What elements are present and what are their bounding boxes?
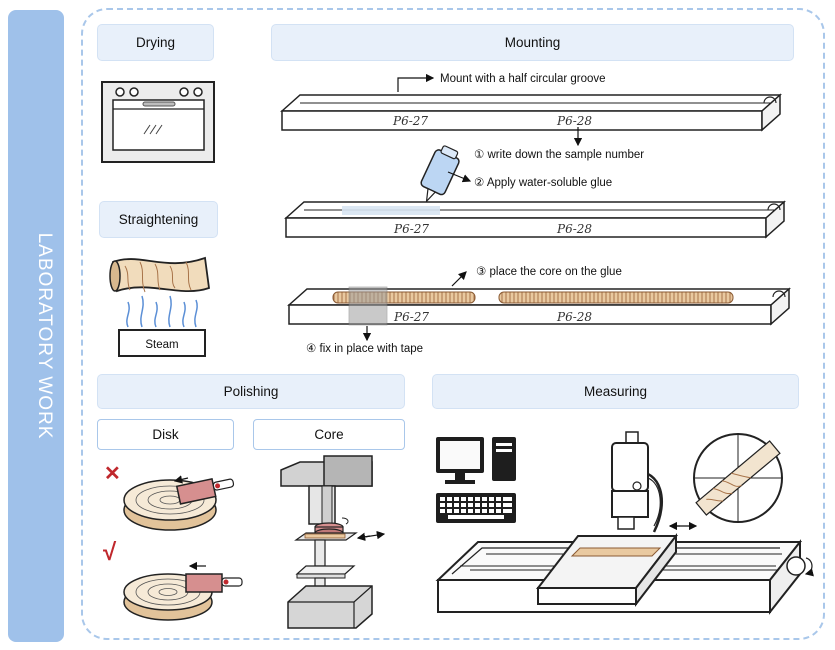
step3-label: ③ place the core on the glue: [476, 266, 622, 278]
core-polisher-illustration: [280, 455, 386, 629]
glue-bottle-illustration: [420, 145, 460, 203]
section-measuring: Measuring: [432, 374, 799, 409]
mount-board-1: [280, 93, 782, 132]
subsection-disk: Disk: [97, 419, 234, 450]
side-banner: LABORATORY WORK: [8, 10, 64, 642]
step2-label: ② Apply water-soluble glue: [474, 177, 612, 189]
oven-illustration: [101, 81, 215, 163]
step2-arrow: [447, 171, 472, 183]
groove-arrow: [397, 73, 435, 92]
wrong-mark: ✕: [104, 463, 121, 485]
right-mark: √: [103, 539, 117, 566]
computer-illustration: [436, 437, 516, 523]
section-polishing: Polishing: [97, 374, 405, 409]
groove-label: Mount with a half circular groove: [440, 73, 606, 85]
sample-label-2a: P6-27: [393, 222, 429, 236]
mount-board-2: [284, 200, 786, 239]
step3-arrow: [451, 271, 467, 287]
step4-label: ④ fix in place with tape: [306, 343, 423, 355]
sample-label-3b: P6-28: [556, 310, 592, 324]
sample-label-2b: P6-28: [556, 222, 592, 236]
measuring-stage-illustration: [435, 431, 815, 615]
sample-label-3a: P6-27: [393, 310, 429, 324]
section-drying: Drying: [97, 24, 214, 61]
sample-label-1a: P6-27: [392, 114, 428, 128]
section-mounting: Mounting: [271, 24, 794, 61]
content-frame: [81, 8, 825, 640]
subsection-core: Core: [253, 419, 405, 450]
disk-right-illustration: [123, 561, 243, 621]
mount-board-3: [287, 286, 791, 326]
section-straightening: Straightening: [99, 201, 218, 238]
step1-label: ① write down the sample number: [474, 149, 644, 161]
sample-label-1b: P6-28: [556, 114, 592, 128]
steam-illustration: [109, 256, 210, 357]
disk-wrong-illustration: [123, 475, 235, 531]
steam-label: Steam: [145, 339, 178, 351]
